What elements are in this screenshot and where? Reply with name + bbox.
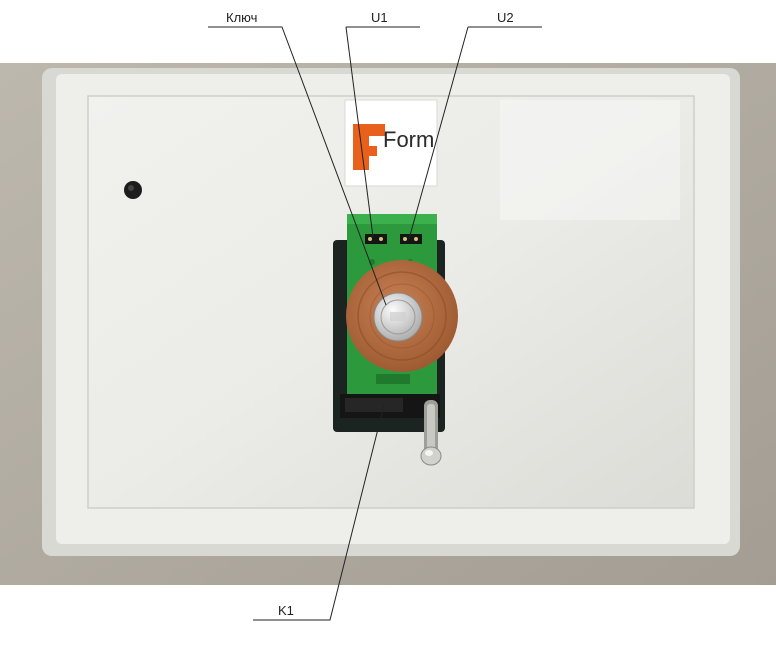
callout-leaders	[208, 26, 542, 621]
button-icon	[124, 181, 142, 199]
leader-u2	[408, 26, 469, 240]
callout-label-u2: U2	[497, 10, 514, 25]
leader-u1	[345, 26, 374, 238]
transistor-icon	[373, 292, 423, 342]
callout-label-key: Ключ	[226, 10, 257, 25]
form-logo: Form	[344, 99, 438, 187]
k1-relay	[340, 394, 440, 418]
callout-label-u1: U1	[371, 10, 388, 25]
u2-header	[400, 234, 422, 244]
leader-k1	[253, 404, 385, 621]
logo-text: Form	[383, 127, 434, 152]
callout-label-k1: K1	[278, 603, 294, 618]
u1-header	[365, 234, 387, 244]
leader-key	[208, 26, 387, 306]
toggle-switch-icon	[420, 400, 442, 466]
